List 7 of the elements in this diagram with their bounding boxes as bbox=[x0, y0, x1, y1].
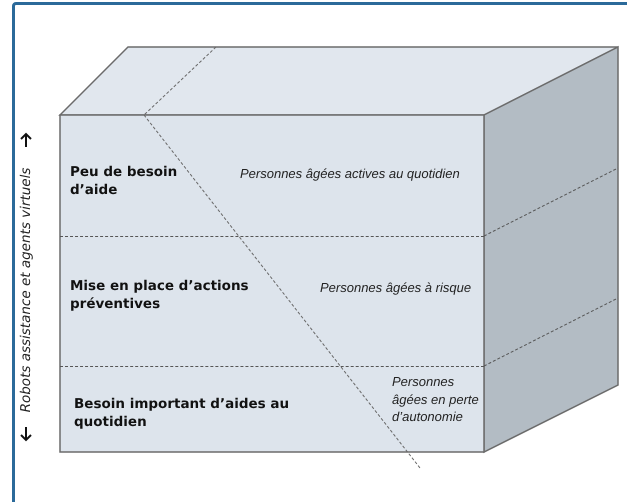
population-text: Personnes âgées actives au quotidien bbox=[240, 165, 461, 183]
need-level-text: Besoin important d’aides au quotidien bbox=[74, 395, 290, 432]
population-text: Personnes âgées en perte d’autonomie bbox=[392, 373, 480, 426]
need-level-text: Mise en place d’actions préventives bbox=[70, 277, 250, 314]
population-text: Personnes âgées à risque bbox=[320, 279, 472, 297]
axis-label: Robots assistance et agents virtuels bbox=[18, 168, 34, 412]
need-level-text: Peu de besoin d’aide bbox=[70, 163, 178, 200]
